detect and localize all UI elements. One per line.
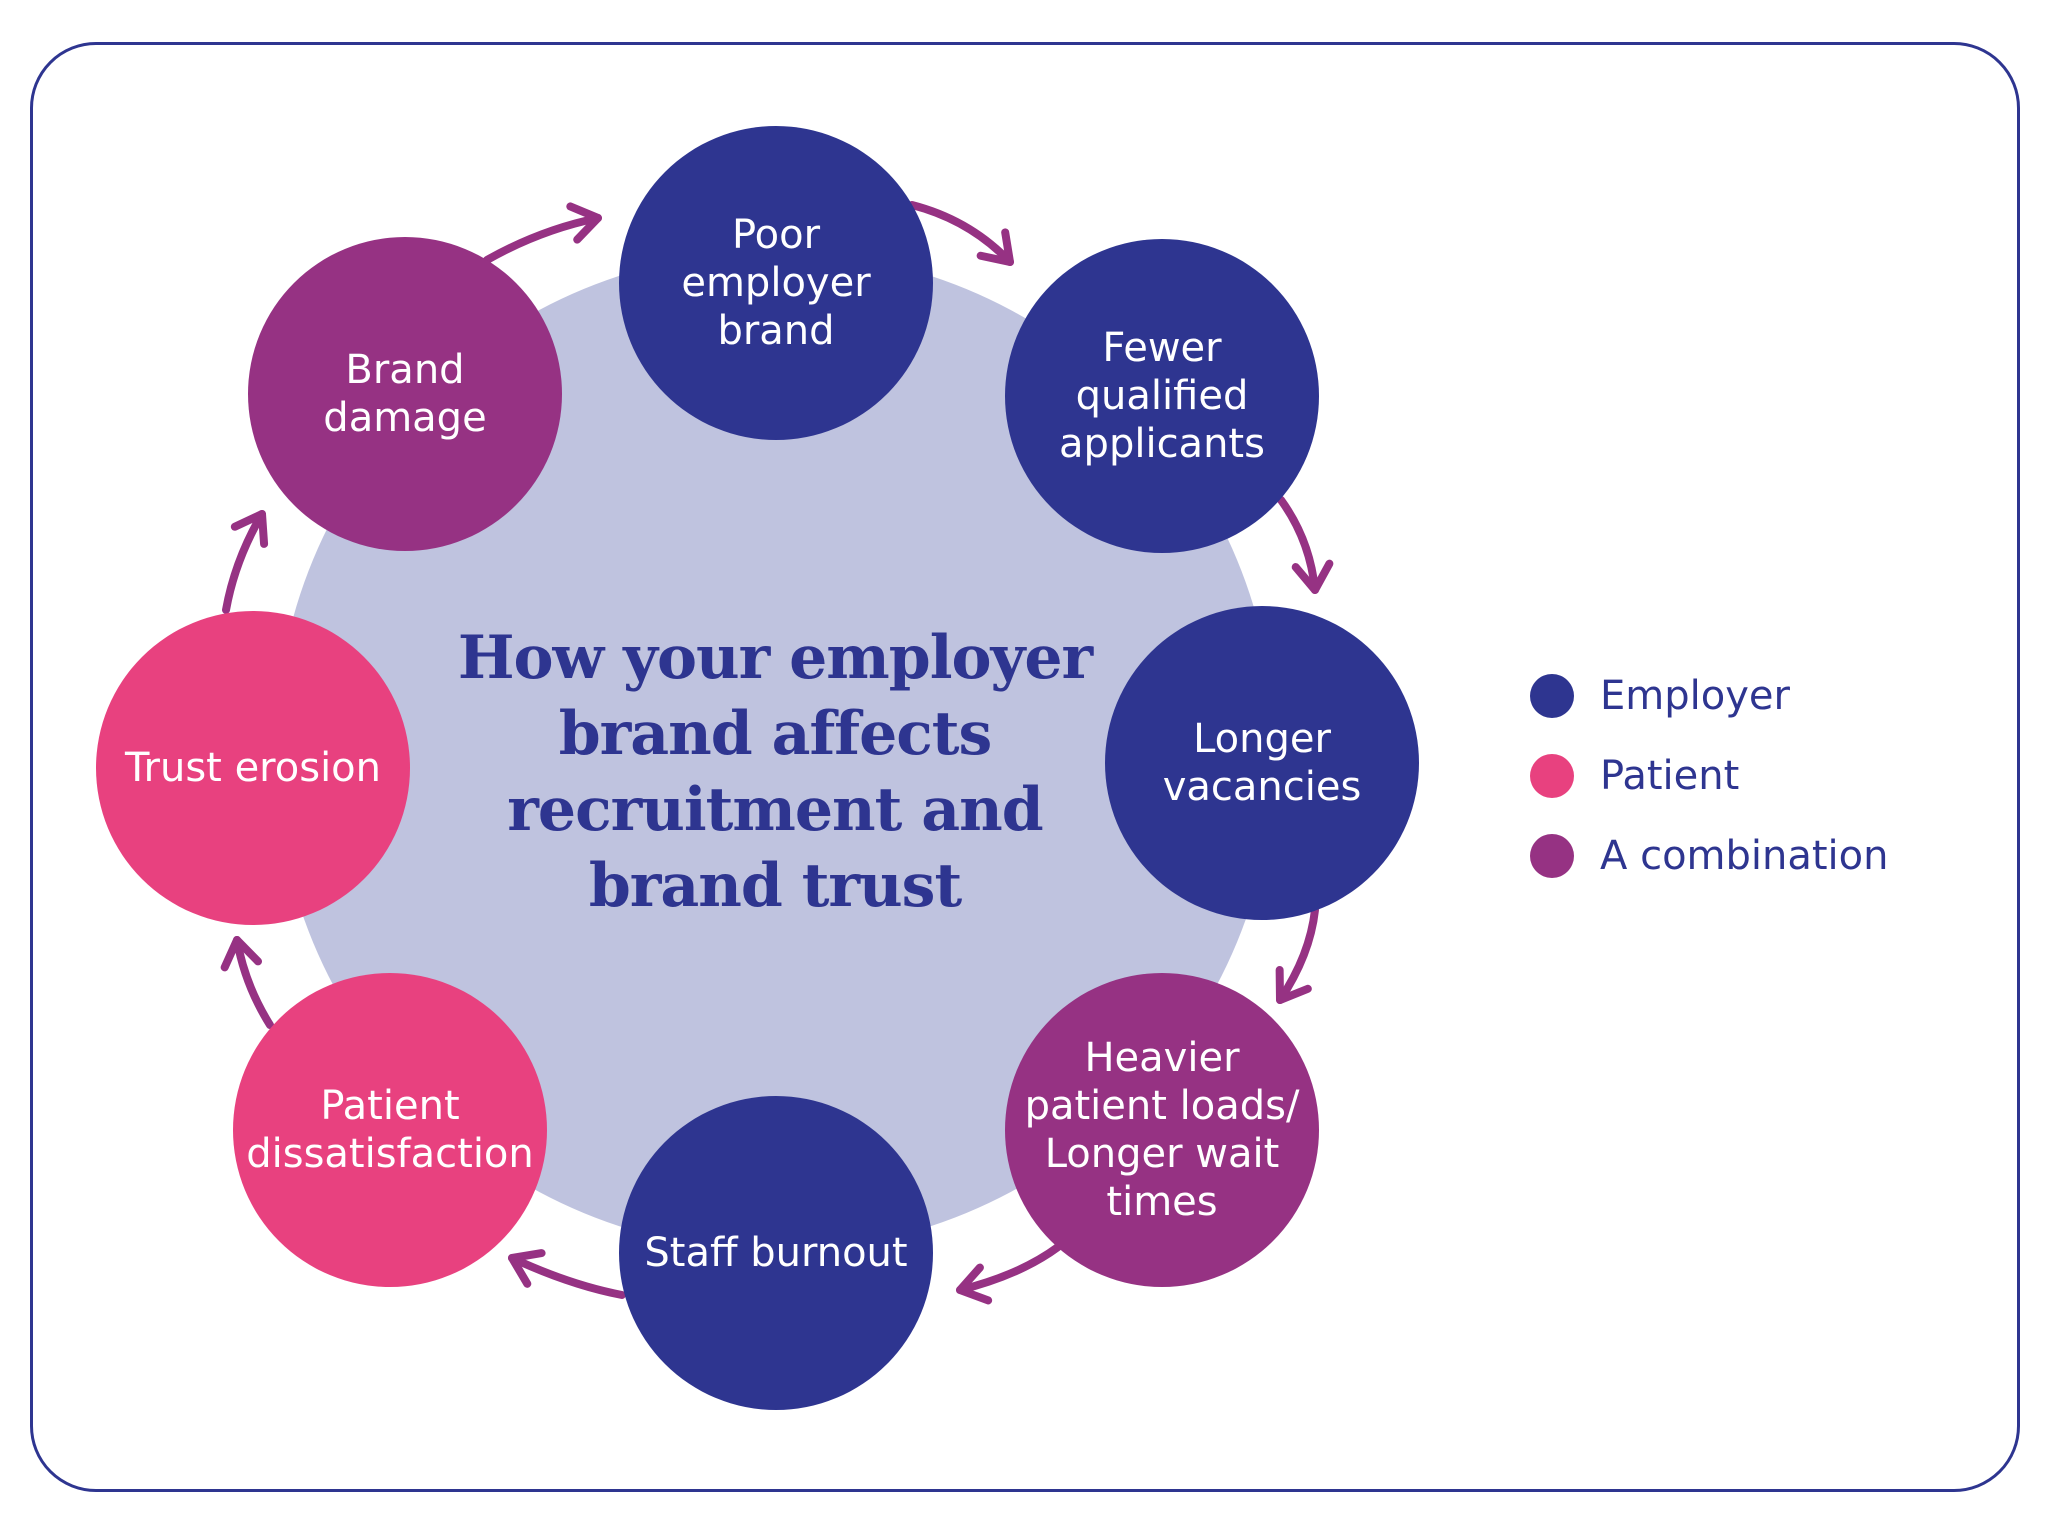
arrow-brand-damage-to-poor <box>483 214 602 264</box>
title-line-4: brand trust <box>588 851 962 921</box>
node-label: Trust erosion <box>124 745 381 791</box>
legend-label: A combination <box>1600 833 1889 879</box>
arrow-heavier-to-burnout <box>956 1243 1062 1294</box>
legend-item-combination: A combination <box>1530 816 1889 896</box>
arrowhead-heavier-to-burnout <box>956 1263 993 1305</box>
legend-dot-employer <box>1530 674 1574 718</box>
node-heavier-patient-loads: Heavier patient loads/ Longer wait times <box>1005 973 1319 1287</box>
legend-label: Patient <box>1600 753 1740 799</box>
node-longer-vacancies: Longer vacancies <box>1105 606 1419 920</box>
legend-label: Employer <box>1600 673 1790 719</box>
diagram-title: How your employer brand affects recruitm… <box>440 620 1110 924</box>
arrowhead-longer-to-heavier <box>1275 966 1312 1004</box>
legend: Employer Patient A combination <box>1530 656 1889 896</box>
arrow-dissatisfaction-to-erosion <box>233 936 274 1029</box>
node-trust-erosion: Trust erosion <box>96 611 410 925</box>
legend-item-patient: Patient <box>1530 736 1889 816</box>
arrow-fewer-to-longer <box>1277 496 1319 594</box>
node-label: Poor employer brand <box>681 212 871 354</box>
node-label: Patient dissatisfaction <box>246 1083 534 1177</box>
arrowhead-dissatisfaction-to-erosion <box>220 936 263 972</box>
node-brand-damage: Brand damage <box>248 237 562 551</box>
node-fewer-qualified-applicants: Fewer qualified applicants <box>1005 239 1319 553</box>
arrowhead-poor-to-fewer <box>976 228 1014 266</box>
arrowhead-fewer-to-longer <box>1291 559 1334 594</box>
arrow-erosion-to-brand-damage <box>222 510 266 614</box>
legend-dot-patient <box>1530 754 1574 798</box>
title-line-2: brand affects <box>558 699 993 769</box>
legend-item-employer: Employer <box>1530 656 1889 736</box>
arrow-longer-to-heavier <box>1276 906 1319 1004</box>
arrow-burnout-to-dissatisfaction <box>508 1254 626 1299</box>
title-line-1: How your employer <box>457 623 1093 693</box>
node-label: Longer vacancies <box>1162 716 1362 810</box>
arrowhead-burnout-to-dissatisfaction <box>508 1249 546 1288</box>
node-label: Staff burnout <box>644 1230 908 1276</box>
node-label: Heavier patient loads/ Longer wait times <box>1024 1035 1300 1225</box>
arrowhead-erosion-to-brand-damage <box>230 510 269 548</box>
arrowhead-brand-damage-to-poor <box>566 202 602 244</box>
node-staff-burnout: Staff burnout <box>619 1096 933 1410</box>
legend-dot-combination <box>1530 834 1574 878</box>
node-poor-employer-brand: Poor employer brand <box>619 126 933 440</box>
title-line-3: recruitment and <box>507 775 1043 845</box>
node-label: Fewer qualified applicants <box>1059 325 1265 467</box>
node-label: Brand damage <box>323 347 487 441</box>
node-patient-dissatisfaction: Patient dissatisfaction <box>233 973 547 1287</box>
arrow-poor-to-fewer <box>908 201 1014 266</box>
